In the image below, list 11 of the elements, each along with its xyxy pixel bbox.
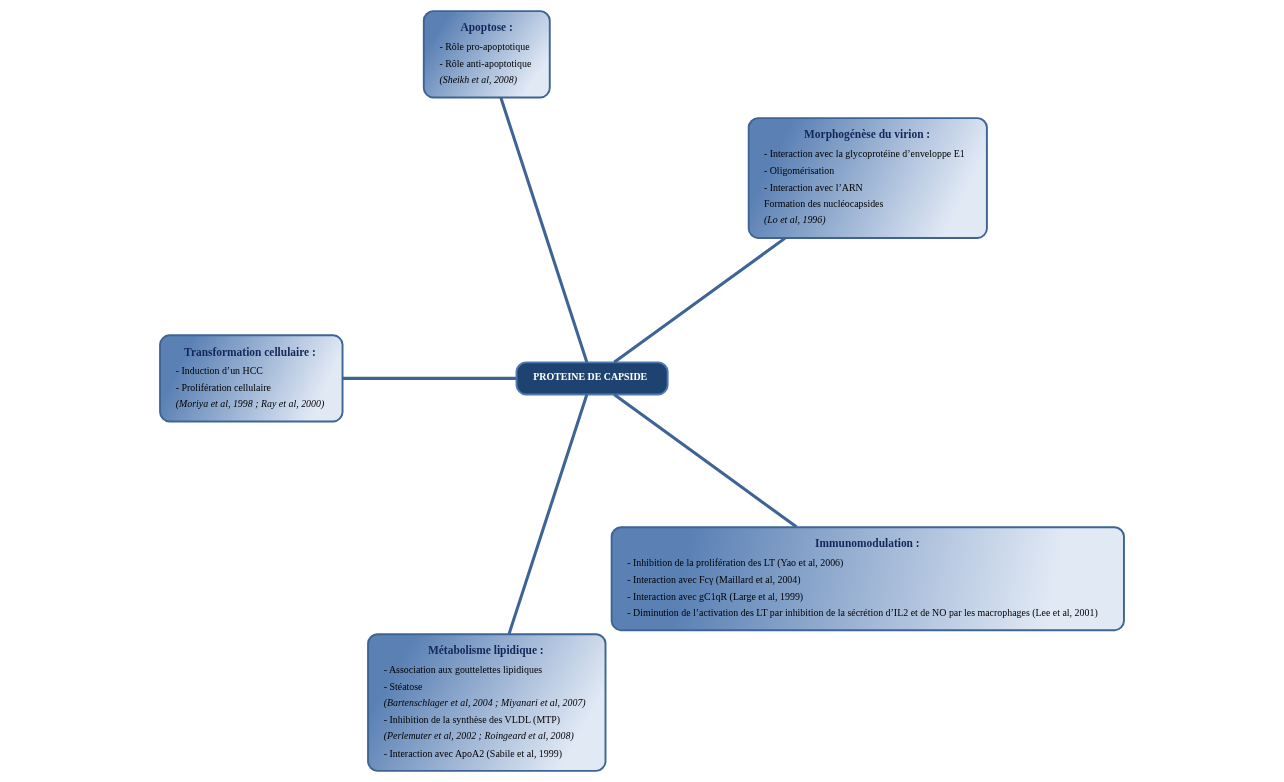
connector [342,376,517,380]
connector [507,394,589,635]
node-box: Immunomodulation : - Inhibition de la prolifération des LT (Yao et al, 2006) - Interaction avec Fcγ (Maillard et al, 2004) - Interaction avec gC1qR (Large et al, 1999) - Diminution de l’activation des LT par inhibition de la sécrétion d’IL2 et de NO par les macrophages (Lee et al, 2001) [610,526,1125,632]
node-box: Apoptose : - Rôle pro-apoptotique - Rôle anti-apoptotique (Sheikh et al, 2008) [422,10,551,99]
node-box: Transformation cellulaire : - Induction d’un HCC - Prolifération cellulaire (Moriya et al, 1998 ; Ray et al, 2000) [159,334,344,423]
connector [499,97,589,363]
node-box: Morphogénèse du virion : - Interaction avec la glycoprotéine d’enveloppe E1 - Oligomérisation - Interaction avec l’ARN Formation des nucléocapsides (Lo et al, 1996) [747,117,988,239]
node-box: PROTEINE DE CAPSIDE [515,361,669,396]
connector [613,393,798,529]
connector [613,236,787,364]
node-box: Métabolisme lipidique : - Association aux gouttelettes lipidiques - Stéatose (Bartenschlager et al, 2004 ; Miyanari et al, 2007) - Inhibition de la synthèse des VLDL (MTP) (Perlemuter et al, 2002 ; Roingeard et al, 2008) - Interaction avec ApoA2 (Sabile et al, 1999) [367,633,607,772]
